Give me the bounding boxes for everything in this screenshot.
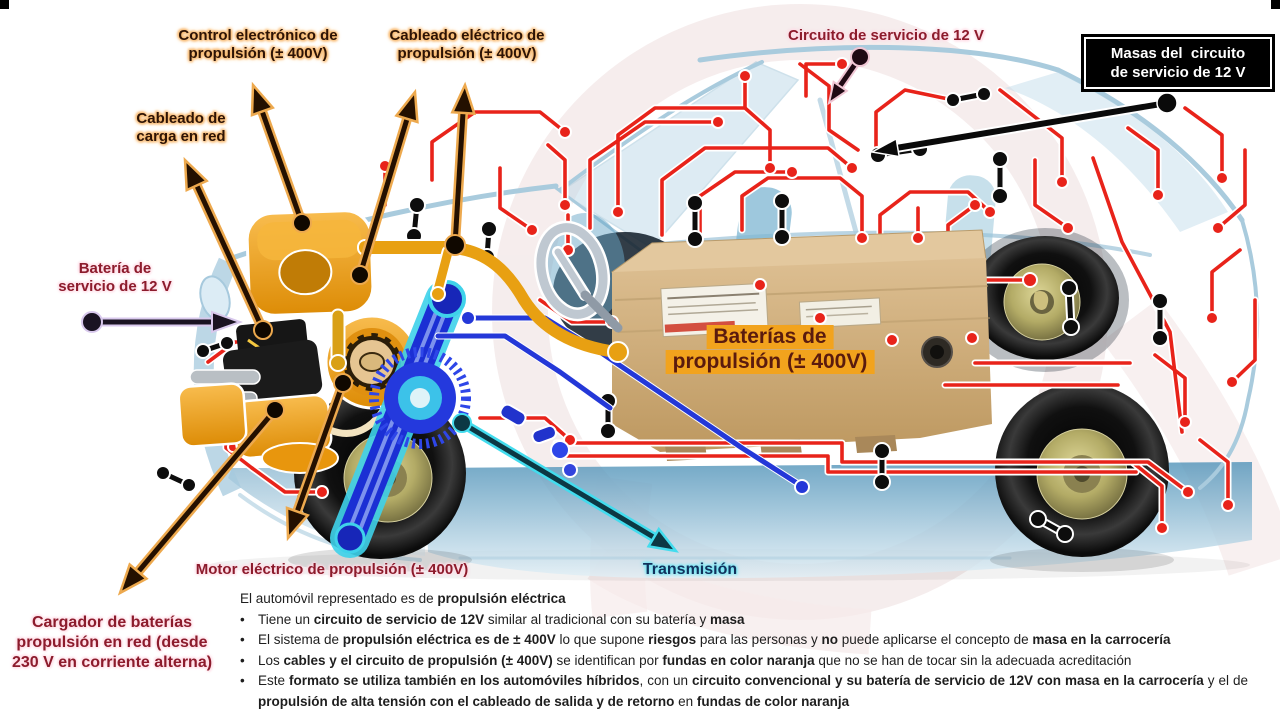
arrow-masas-circuito [869, 92, 1178, 158]
cv-joint [369, 347, 471, 449]
notes-intro: El automóvil representado es de propulsi… [240, 591, 566, 606]
label-transmision: Transmisión [642, 561, 738, 578]
note-bullet-2: • El sistema de propulsión eléctrica es … [240, 630, 1248, 651]
corner-mark-left [0, 0, 9, 9]
arrow-circuito-servicio [827, 47, 870, 106]
ground-connectors [155, 86, 1169, 543]
battery-info-label [660, 282, 769, 338]
note-bullet-2-text: El sistema de propulsión eléctrica es de… [258, 632, 1171, 648]
baterias-propulsion-line1: Baterías de [706, 325, 834, 349]
note-bullet-3-text: Los cables y el circuito de propulsión (… [258, 652, 1132, 668]
propulsion-control-unit [245, 209, 375, 317]
driveshaft-transmission [330, 280, 471, 558]
bullet-marker: • [240, 673, 245, 689]
battery-charger [177, 339, 394, 474]
arrow-cableado-electrico-1 [350, 88, 419, 285]
arrow-cableado-carga [183, 156, 273, 340]
arrow-cargador-baterias [117, 400, 285, 596]
label-circuito-servicio: Circuito de servicio de 12 V [788, 27, 984, 44]
bullet-marker: • [240, 652, 245, 668]
label-baterias-propulsion: Baterías de propulsión (± 400V) [665, 325, 875, 374]
cable-400v-orange [329, 239, 629, 372]
notes-block: El automóvil representado es de propulsi… [240, 589, 1248, 713]
note-bullet-4-text: Este formato se utiliza también en los a… [258, 673, 1248, 709]
bullet-marker: • [240, 611, 245, 627]
steering-wheel [534, 220, 623, 333]
note-bullet-4: • Este formato se utiliza también en los… [240, 671, 1248, 712]
arrow-bateria-servicio [81, 310, 243, 334]
note-bullet-1: • Tiene un circuito de servicio de 12V s… [240, 610, 1248, 631]
baterias-propulsion-line2: propulsión (± 400V) [665, 350, 875, 374]
arrow-cableado-electrico-2 [444, 81, 477, 256]
label-motor-electrico: Motor eléctrico de propulsión (± 400V) [195, 561, 469, 578]
arrow-transmision [452, 413, 679, 553]
note-bullet-1-text: Tiene un circuito de servicio de 12V sim… [258, 611, 745, 627]
rear-upper-wheel [971, 236, 1119, 360]
corner-mark-right [1271, 0, 1280, 9]
bullet-marker: • [240, 632, 245, 648]
arrow-motor-electrico [285, 373, 353, 542]
arrow-control-electronico [250, 81, 312, 233]
note-bullet-3: • Los cables y el circuito de propulsión… [240, 651, 1248, 672]
